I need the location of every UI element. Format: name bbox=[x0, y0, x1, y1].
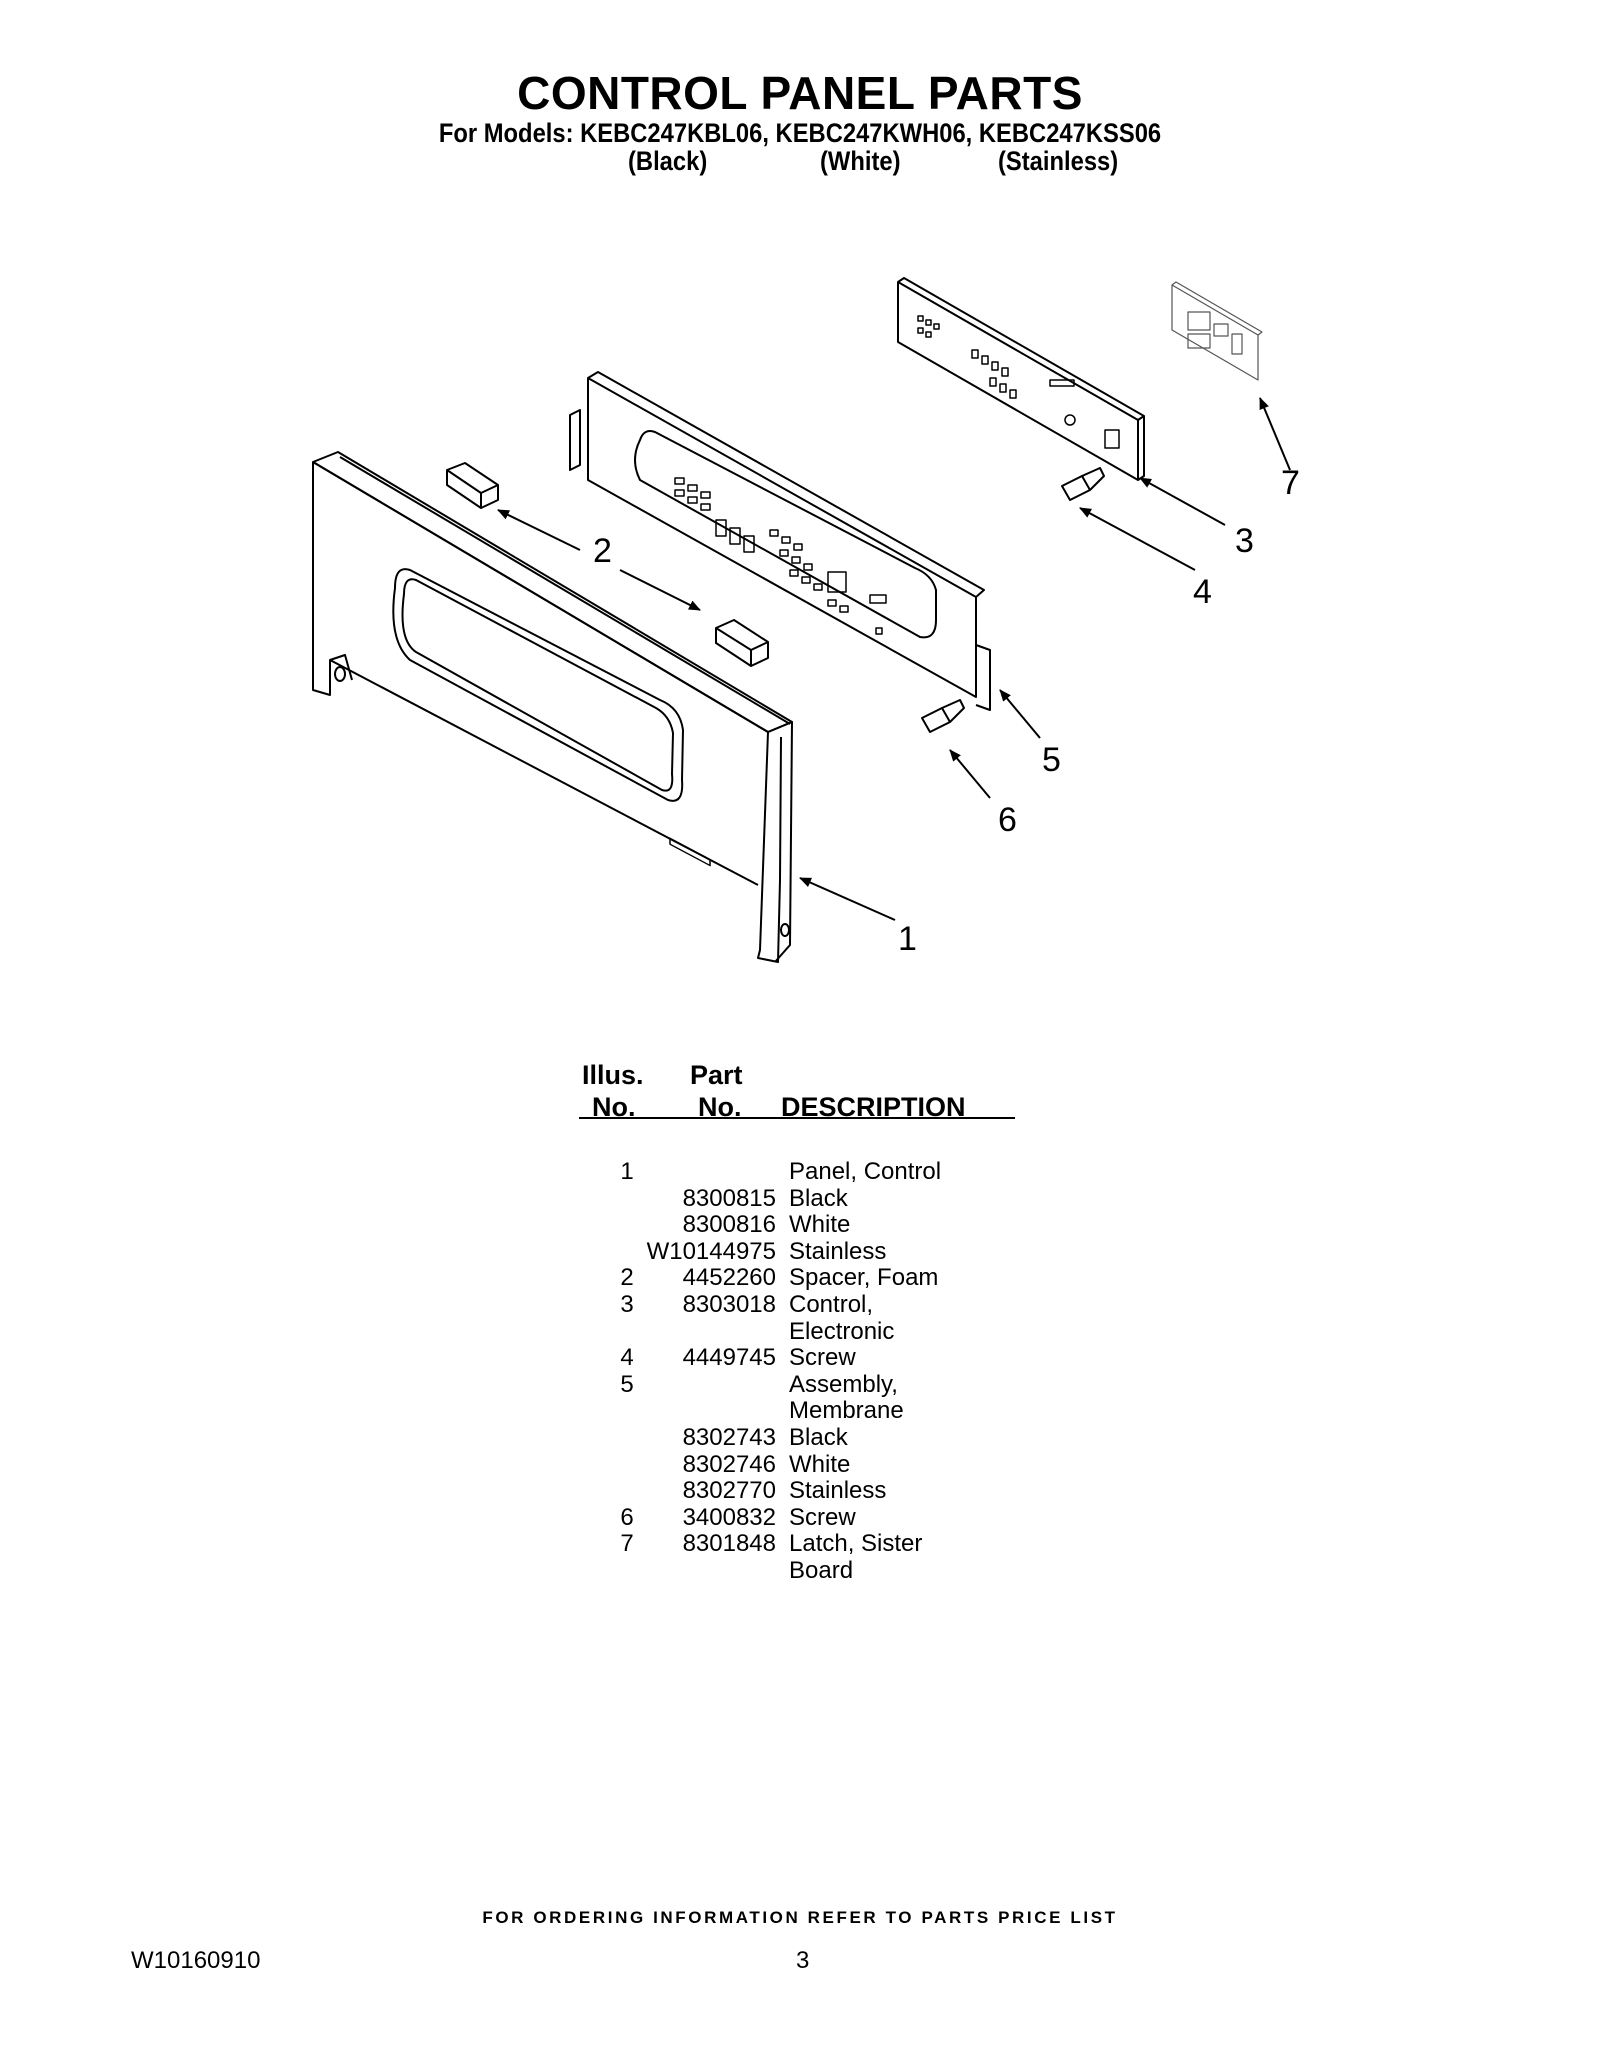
part-number: 4449745 bbox=[682, 1344, 776, 1372]
illus-number: 3 bbox=[620, 1291, 634, 1318]
description: Stainless bbox=[789, 1477, 887, 1505]
color-label-white: (White) bbox=[820, 146, 901, 176]
part-4-screw bbox=[1061, 467, 1105, 501]
description: Latch, Sister bbox=[789, 1530, 923, 1558]
table-row: W10144975 Stainless bbox=[0, 1237, 1600, 1265]
description: Screw bbox=[789, 1344, 856, 1372]
table-row: Board bbox=[0, 1558, 1600, 1584]
description: White bbox=[789, 1211, 851, 1239]
page-title: CONTROL PANEL PARTS bbox=[517, 67, 1083, 119]
part-5-membrane-assembly bbox=[569, 371, 991, 867]
part-number: 8303018 bbox=[682, 1291, 776, 1318]
table-row: 6 3400832 Screw bbox=[0, 1503, 1600, 1531]
table-row: 4 4449745 Screw bbox=[0, 1345, 1600, 1371]
description: Panel, Control bbox=[789, 1158, 942, 1185]
description: Black bbox=[789, 1424, 848, 1451]
part-2-foam-spacers bbox=[446, 462, 769, 667]
exploded-parts-diagram bbox=[312, 277, 1291, 963]
leader-lines bbox=[497, 397, 1291, 921]
callout-1: 1 bbox=[898, 920, 917, 958]
table-row: Membrane bbox=[0, 1398, 1600, 1424]
models-line: For Models: KEBC247KBL06, KEBC247KWH06, … bbox=[438, 118, 1162, 148]
page-number: 3 bbox=[796, 1947, 810, 1974]
part-6-screw bbox=[921, 699, 965, 733]
ordering-note: FOR ORDERING INFORMATION REFER TO PARTS … bbox=[482, 1908, 1118, 1927]
table-row: 8302746 White bbox=[0, 1450, 1600, 1478]
callout-3: 3 bbox=[1235, 522, 1254, 560]
description: Spacer, Foam bbox=[789, 1264, 939, 1292]
callout-4: 4 bbox=[1193, 573, 1212, 611]
color-label-stainless: (Stainless) bbox=[998, 146, 1119, 176]
table-row: 8302770 Stainless bbox=[0, 1478, 1600, 1504]
color-label-black: (Black) bbox=[628, 146, 708, 176]
part-7-sister-board bbox=[1171, 281, 1263, 381]
illus-number: 7 bbox=[620, 1530, 634, 1558]
illus-number: 6 bbox=[620, 1503, 634, 1531]
part-number: 3400832 bbox=[682, 1503, 776, 1531]
table-row: 8300815 Black bbox=[0, 1184, 1600, 1212]
part-number: 8300816 bbox=[682, 1211, 776, 1239]
description: White bbox=[789, 1450, 851, 1478]
description: Control, bbox=[789, 1291, 874, 1318]
illus-number: 2 bbox=[620, 1264, 634, 1292]
part-number: 4452260 bbox=[682, 1264, 776, 1292]
illus-number: 4 bbox=[620, 1344, 634, 1372]
description: Stainless bbox=[789, 1237, 887, 1265]
description: Screw bbox=[789, 1503, 856, 1531]
table-row: 8302743 Black bbox=[0, 1425, 1600, 1451]
description: Electronic bbox=[789, 1317, 895, 1345]
callout-7: 7 bbox=[1281, 464, 1300, 502]
description: Board bbox=[789, 1557, 854, 1584]
part-number: 8302743 bbox=[682, 1424, 776, 1451]
header-part: Part bbox=[690, 1060, 743, 1090]
header-illus: Illus. bbox=[582, 1060, 644, 1090]
table-row: 1 Panel, Control bbox=[0, 1159, 1600, 1185]
part-number: 8302770 bbox=[682, 1477, 776, 1505]
callout-5: 5 bbox=[1042, 741, 1061, 779]
part-number: 8300815 bbox=[682, 1184, 776, 1212]
table-row: 5 Assembly, bbox=[0, 1370, 1600, 1398]
document-number: W10160910 bbox=[131, 1947, 261, 1974]
description: Assembly, bbox=[789, 1370, 898, 1398]
part-number: 8302746 bbox=[682, 1450, 776, 1478]
part-number: W10144975 bbox=[646, 1237, 776, 1265]
header-rule bbox=[579, 1117, 1015, 1119]
part-1-control-panel bbox=[312, 451, 793, 963]
description: Black bbox=[789, 1184, 848, 1212]
table-row: 8300816 White bbox=[0, 1212, 1600, 1238]
illus-number: 1 bbox=[620, 1158, 634, 1185]
table-row: 7 8301848 Latch, Sister bbox=[0, 1531, 1600, 1557]
part-number: 8301848 bbox=[682, 1530, 776, 1558]
table-row: Electronic bbox=[0, 1317, 1600, 1345]
description: Membrane bbox=[789, 1397, 904, 1425]
callout-6: 6 bbox=[998, 801, 1017, 839]
callout-2: 2 bbox=[593, 532, 612, 570]
table-row: 3 8303018 Control, bbox=[0, 1292, 1600, 1318]
table-row: 2 4452260 Spacer, Foam bbox=[0, 1265, 1600, 1291]
part-3-electronic-control bbox=[897, 277, 1145, 481]
illus-number: 5 bbox=[620, 1370, 634, 1398]
